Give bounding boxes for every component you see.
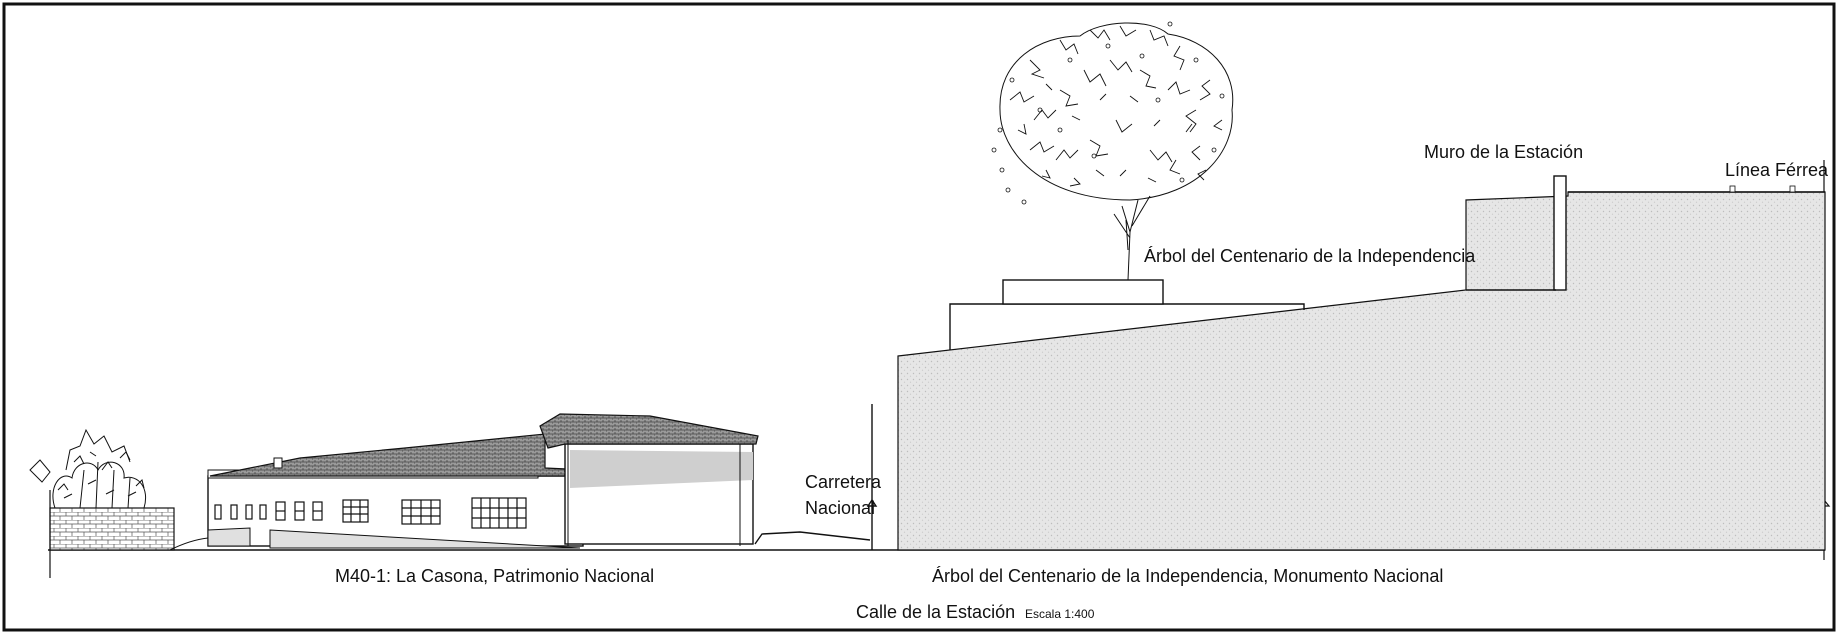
scale-label: Escala 1:400 [1025,607,1095,621]
casona-wing-roof [539,413,759,449]
street-label: Calle de la Estación [856,602,1015,622]
station-wall-label: Muro de la Estación [1424,142,1583,162]
monument-label: Árbol del Centenario de la Independencia… [932,566,1443,586]
station-wall [1553,175,1567,291]
casona-wing-shadow [570,450,753,488]
garden-bush-icon [52,428,146,509]
casona-windows [214,497,527,529]
road-dimension-marker [866,404,878,550]
road-label-line1: Carretera [805,472,882,492]
railway-label: Línea Férrea [1725,160,1829,180]
tree-label: Árbol del Centenario de la Independencia [1144,246,1476,266]
casona-building [29,413,871,551]
casona-base [207,527,581,549]
casona-label: M40-1: La Casona, Patrimonio Nacional [335,566,654,586]
casona-roof [209,433,592,477]
chimney [273,457,283,469]
garden-wall [49,507,175,551]
road-label-line2: Nacional [805,498,875,518]
road-edge [754,531,871,545]
tree-icon [991,21,1234,281]
monument-upper-step [1002,279,1164,305]
